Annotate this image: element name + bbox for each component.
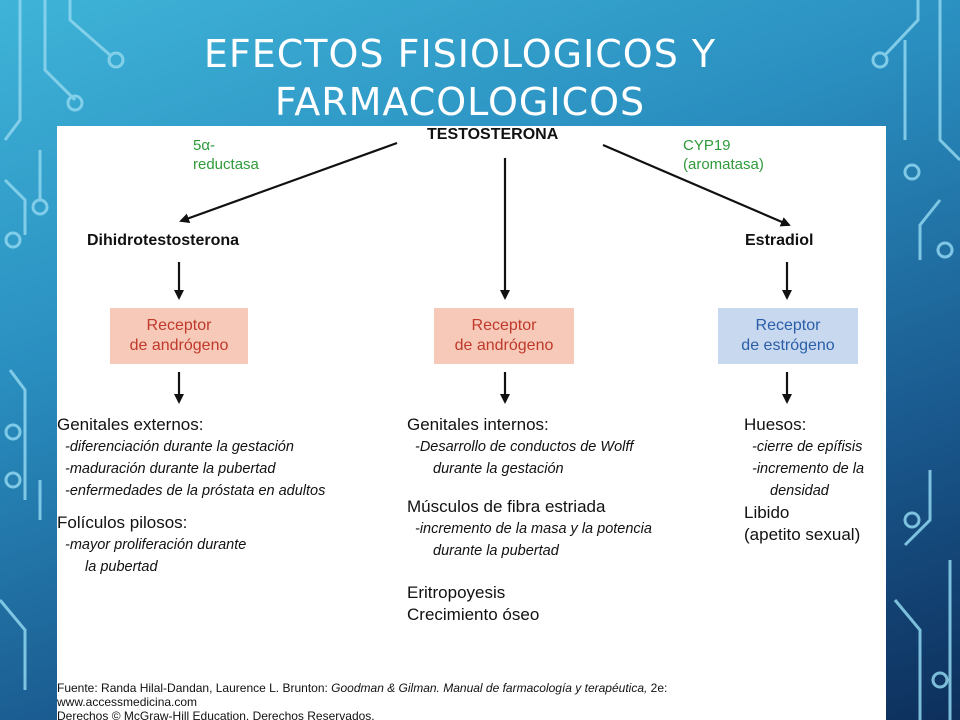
effect-heading: Músculos de fibra estriada [407, 497, 606, 516]
center-effects: Genitales internos: -Desarrollo de condu… [407, 414, 652, 626]
enzyme-cyp19-aromatasa: CYP19 (aromatasa) [683, 137, 764, 173]
effect-heading: Libido [744, 503, 790, 522]
effect-item: densidad [770, 483, 829, 499]
source-url: www.accessmedicina.com [57, 695, 198, 709]
slide-title: EFECTOS FISIOLOGICOS Y FARMACOLOGICOS [140, 30, 780, 126]
left-effects: Genitales externos: -diferenciación dura… [57, 414, 325, 578]
effect-heading: Folículos pilosos: [57, 513, 188, 532]
effect-item: -enfermedades de la próstata en adultos [65, 483, 326, 499]
diagram-panel: TESTOSTERONA 5α- reductasa CYP19 (aromat… [57, 126, 886, 720]
effect-heading: Eritropoyesis [407, 583, 506, 602]
effect-item: la pubertad [85, 559, 158, 575]
effect-item: durante la pubertad [433, 543, 559, 559]
effect-heading: Genitales externos: [57, 415, 204, 434]
source-rights: Derechos © McGraw-Hill Education. Derech… [57, 709, 375, 720]
dihidrotestosterona-label: Dihidrotestosterona [87, 232, 240, 249]
title-line-2: FARMACOLOGICOS [274, 80, 646, 124]
estradiol-label: Estradiol [745, 232, 814, 249]
effect-heading: Huesos: [744, 415, 807, 434]
effect-heading: Genitales internos: [407, 415, 549, 434]
testosterona-label: TESTOSTERONA [427, 126, 559, 143]
arrow-to-dht [179, 141, 398, 223]
right-effects: Huesos: -cierre de epífisis -incremento … [744, 414, 864, 546]
title-line-1: EFECTOS FISIOLOGICOS Y [203, 32, 717, 76]
diagram-arrows [174, 141, 792, 404]
effect-item: -incremento de la [752, 461, 865, 477]
effect-item: -maduración durante la pubertad [65, 461, 276, 477]
effect-item: -diferenciación durante la gestación [65, 439, 294, 455]
effect-item: -mayor proliferación durante [65, 537, 247, 553]
effect-heading: Crecimiento óseo [407, 605, 540, 624]
effect-item: -cierre de epífisis [752, 439, 863, 455]
source-citation: Fuente: Randa Hilal-Dandan, Laurence L. … [57, 681, 667, 720]
effect-heading: (apetito sexual) [744, 525, 861, 544]
effect-item: durante la gestación [433, 461, 564, 477]
effect-item: -incremento de la masa y la potencia [415, 521, 652, 537]
enzyme-5alpha-reductasa: 5α- reductasa [193, 137, 259, 173]
effect-item: -Desarrollo de conductos de Wolff [415, 439, 634, 455]
arrow-to-estradiol [602, 143, 791, 227]
